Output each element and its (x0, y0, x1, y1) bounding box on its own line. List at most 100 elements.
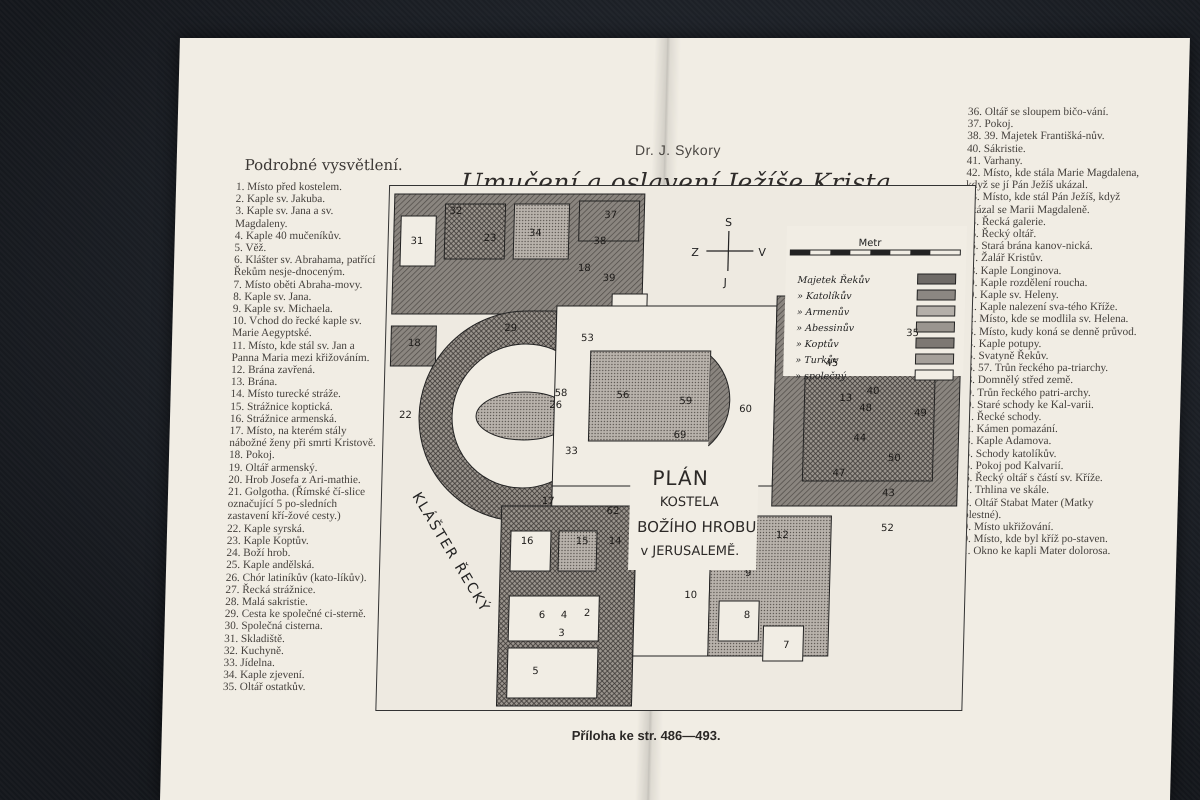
legend-item: 7. Místo oběti Abraha-movy. (233, 278, 363, 291)
legend-item: 23. Kaple Koptův. (226, 534, 309, 547)
room-number: 32 (449, 206, 462, 217)
legend-item: 38. 39. Majetek Františká-nův. (967, 130, 1105, 143)
legend-item: 6. Klášter sv. Abrahama, patřící Řekům n… (233, 254, 376, 279)
plan-title-line-4: v JERUSALEMĚ. (640, 544, 740, 559)
room-number: 49 (914, 408, 927, 419)
legend-heading: Podrobné vysvětlení. (244, 156, 404, 174)
north-buildings (389, 193, 648, 367)
legend-item: 52. Místo, kde se modlila sv. Helena. (962, 313, 1129, 326)
legend-item: 21. Golgotha. (Římské čí-slice označujíc… (227, 486, 366, 523)
legend-item: 61. Řecké schody. (959, 411, 1042, 424)
room-number: 23 (484, 233, 497, 244)
room-number: 16 (521, 536, 534, 547)
legend-item: 56. 57. Trůn řeckého pa-triarchy. (961, 362, 1109, 375)
legend-item: 68. Oltář Stabat Mater (Matky bolestné). (957, 496, 1094, 521)
legend-item: 1. Místo před kostelem. (235, 181, 343, 193)
open-book: Dr. J. Sykory Umučení a oslavení Ježíše … (160, 38, 1190, 800)
legend-item: 71. Okno ke kapli Mater dolorosa. (956, 545, 1111, 558)
legend-left-list: 1. Místo před kostelem.2. Kaple sv. Jaku… (223, 181, 386, 694)
legend-item: 17. Místo, na kterém stály nábožné ženy … (229, 425, 376, 450)
key-swatch (916, 289, 956, 301)
room-number: 33 (565, 446, 578, 457)
legend-item: 67. Trhlina ve skále. (957, 484, 1050, 497)
legend-item: 65. Pokoj pod Kalvarií. (958, 459, 1064, 472)
legend-item: 62. Kámen pomazání. (959, 423, 1059, 436)
key-label: » Koptův (796, 338, 840, 350)
legend-item: 15. Strážnice koptická. (230, 400, 333, 413)
legend-item: 27. Řecká strážnice. (225, 583, 316, 596)
legend-item: 32. Kuchyně. (223, 644, 285, 657)
legend-item: 31. Skladiště. (224, 632, 285, 645)
room-number: 14 (609, 536, 622, 547)
author-header: Dr. J. Sykory (634, 142, 722, 158)
legend-item: 41. Varhany. (966, 154, 1023, 167)
room-number: 15 (576, 536, 589, 547)
room-number: 34 (529, 228, 542, 239)
room-number: 40 (867, 386, 880, 397)
legend-item: 8. Kaple sv. Jana. (233, 290, 312, 303)
legend-item: 26. Chór latiníkův (kato-líkův). (225, 571, 367, 584)
compass-rose: S J Z V (691, 216, 766, 289)
legend-item: 16. Strážnice armenská. (229, 412, 338, 425)
legend-item: 34. Kaple zjevení. (223, 669, 305, 682)
room-number: 59 (679, 396, 692, 407)
room-number: 56 (616, 390, 629, 401)
key-swatch (916, 273, 957, 285)
legend-item: 12. Brána zavřená. (231, 364, 316, 377)
room-number: 38 (593, 236, 606, 247)
room-number: 60 (739, 404, 752, 415)
room-number: 39 (603, 273, 616, 284)
key-swatch (914, 353, 955, 365)
legend-item: 51. Kaple nalezení sva-tého Kříže. (962, 301, 1118, 314)
scale-label: Metr (858, 238, 882, 249)
room-number: 18 (408, 338, 421, 349)
compass-j: J (722, 276, 727, 289)
room-number: 26 (549, 400, 562, 411)
legend-item: 40. Sákristie. (966, 142, 1026, 155)
legend-item: 49. Kaple rozdělení roucha. (963, 276, 1088, 289)
legend-item: 18. Pokoj. (228, 449, 275, 462)
legend-item: 59. Trůn řeckého patri-archy. (960, 386, 1091, 399)
plan-title-line-2: KOSTELA (659, 495, 719, 510)
legend-item: 14. Místo turecké stráže. (230, 388, 342, 401)
room-number: 17 (542, 496, 555, 507)
legend-item: 47. Žalář Kristův. (964, 252, 1044, 265)
room-number: 9 (745, 568, 752, 579)
appendix-caption: Příloha ke str. 486—493. (571, 728, 721, 743)
room-number: 8 (744, 610, 751, 621)
key-label: » Turkův (795, 354, 839, 366)
room-number: 13 (839, 393, 852, 404)
room-number: 2 (584, 608, 591, 619)
scale-bar (789, 249, 961, 256)
legend-item: 11. Místo, kde stál sv. Jan a Panna Mari… (231, 339, 370, 364)
legend-item: 10. Vchod do řecké kaple sv. Marie Aegyp… (232, 315, 362, 340)
legend-item: 55. Svatyně Řekův. (961, 350, 1049, 363)
legend-item: 24. Boží hrob. (226, 547, 291, 560)
room-number: 18 (578, 263, 591, 274)
compass-s: S (725, 216, 732, 229)
room-number: 12 (776, 530, 789, 541)
legend-item: 20. Hrob Josefa z Ari-mathie. (228, 473, 361, 486)
legend-item: 54. Kaple potupy. (961, 337, 1042, 350)
legend-right-list: 36. Oltář se sloupem bičo-vání.37. Pokoj… (956, 106, 1143, 558)
legend-item: 22. Kaple syrská. (226, 522, 305, 535)
room-number: 29 (504, 323, 517, 334)
legend-item: 50. Kaple sv. Heleny. (963, 289, 1059, 302)
legend-item: 33. Jídelna. (223, 656, 276, 669)
legend-item: 66. Řecký oltář s částí sv. Kříže. (958, 472, 1103, 485)
legend-item: 44. Řecká galerie. (964, 215, 1047, 228)
room-number: 58 (555, 388, 568, 399)
legend-item: 60. Staré schody ke Kal-varii. (960, 398, 1095, 411)
room-number: 35 (906, 328, 919, 339)
legend-item: 58. Domnělý střed země. (960, 374, 1074, 387)
legend-item: 69. Místo ukřižování. (956, 520, 1054, 533)
room-number: 22 (399, 410, 412, 421)
legend-item: 37. Pokoj. (967, 118, 1014, 131)
legend-item: 35. Oltář ostatkův. (222, 681, 306, 694)
legend-item: 43. Místo, kde stál Pán Ježíš, když ukáz… (965, 191, 1121, 216)
legend-item: 9. Kaple sv. Michaela. (232, 303, 333, 316)
key-swatch (915, 337, 955, 349)
room-number: 52 (881, 523, 894, 534)
floor-plan-drawing: S J Z V Metr Majetek Řekův» Katolíkův» A… (389, 193, 968, 707)
legend-item: 25. Kaple andělská. (225, 559, 315, 572)
